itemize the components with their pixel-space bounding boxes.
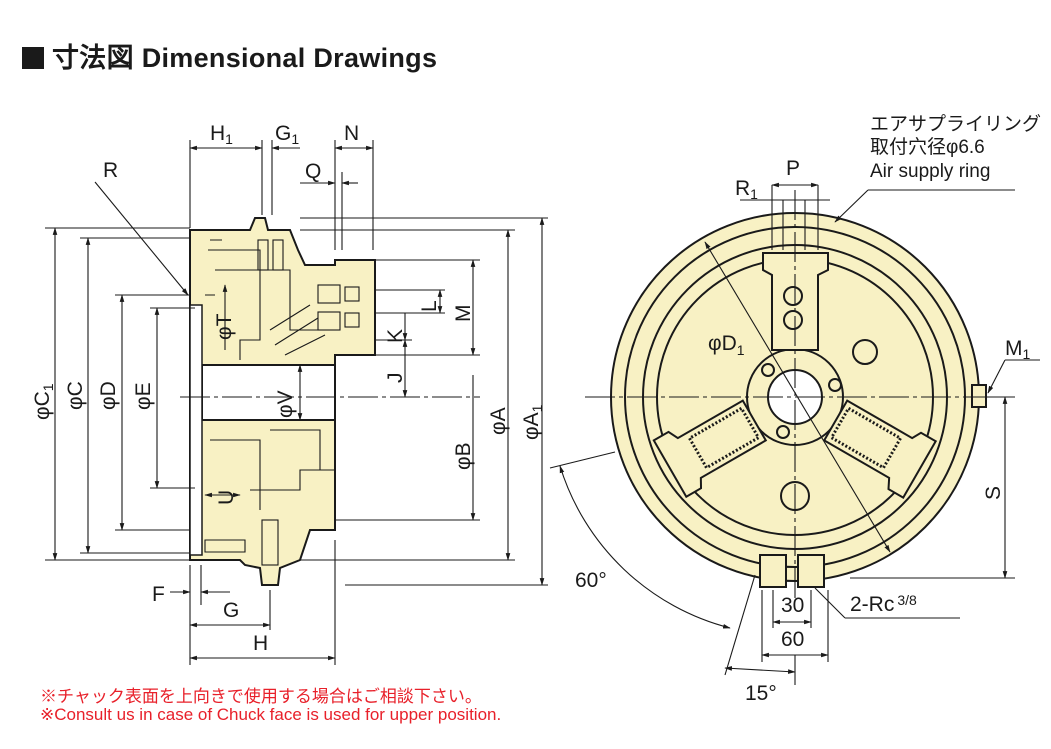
air-ring-label-jp1: エアサプライリング: [870, 113, 1041, 135]
label-G: G: [223, 599, 239, 622]
port-right: [797, 554, 825, 588]
label-phiD: φD: [97, 381, 120, 410]
label-H1: H1: [210, 122, 233, 147]
label-phiA1: φA1: [520, 404, 545, 440]
label-P: P: [786, 157, 800, 180]
label-M1: M1: [1005, 337, 1031, 362]
label-phiD1: φD1: [708, 332, 745, 358]
label-angle-15: 15°: [745, 682, 777, 705]
label-angle-60: 60°: [575, 569, 607, 592]
label-phiB: φB: [452, 442, 475, 470]
label-G1: G1: [275, 122, 299, 147]
bore: [201, 364, 336, 421]
label-L: L: [418, 300, 441, 312]
page-title: 寸法図 Dimensional Drawings: [22, 36, 437, 75]
diameter-labels-left: φC1 φC φD φE φT φV U: [31, 313, 297, 505]
label-J: J: [384, 373, 407, 384]
label-H: H: [253, 632, 268, 655]
title-square-icon: [22, 47, 44, 69]
air-ring-label-en: Air supply ring: [870, 161, 990, 182]
label-phiC1: φC1: [31, 383, 56, 420]
label-phiC: φC: [64, 381, 87, 410]
port-left: [759, 554, 787, 588]
label-dim-30: 30: [781, 594, 804, 617]
front-view: エアサプライリング 取付穴径φ6.6 Air supply ring P R1 …: [549, 113, 1041, 705]
label-U: U: [215, 490, 238, 505]
label-phiV: φV: [274, 390, 297, 418]
note-jp: ※チャック表面を上向きで使用する場合はご相談下さい。: [40, 687, 482, 706]
title-text: 寸法図 Dimensional Drawings: [52, 43, 438, 73]
label-N: N: [344, 122, 359, 145]
label-phiE: φE: [132, 382, 155, 410]
label-M: M: [452, 305, 475, 323]
m1-boss: [971, 384, 987, 408]
face-recess: [189, 304, 203, 556]
air-ring-label-jp2: 取付穴径φ6.6: [870, 136, 985, 158]
note-en: ※Consult us in case of Chuck face is use…: [40, 705, 502, 724]
label-K: K: [384, 329, 407, 343]
label-Q: Q: [305, 160, 321, 183]
label-F: F: [152, 583, 165, 606]
side-view: H1 G1 N Q R φC1 φC φD φE φT φV U: [31, 122, 548, 665]
label-phiA: φA: [487, 407, 510, 435]
label-R1: R1: [735, 177, 758, 202]
label-phiT: φT: [213, 313, 236, 340]
label-S: S: [982, 486, 1005, 500]
label-dim-60: 60: [781, 628, 804, 651]
label-R: R: [103, 159, 118, 182]
